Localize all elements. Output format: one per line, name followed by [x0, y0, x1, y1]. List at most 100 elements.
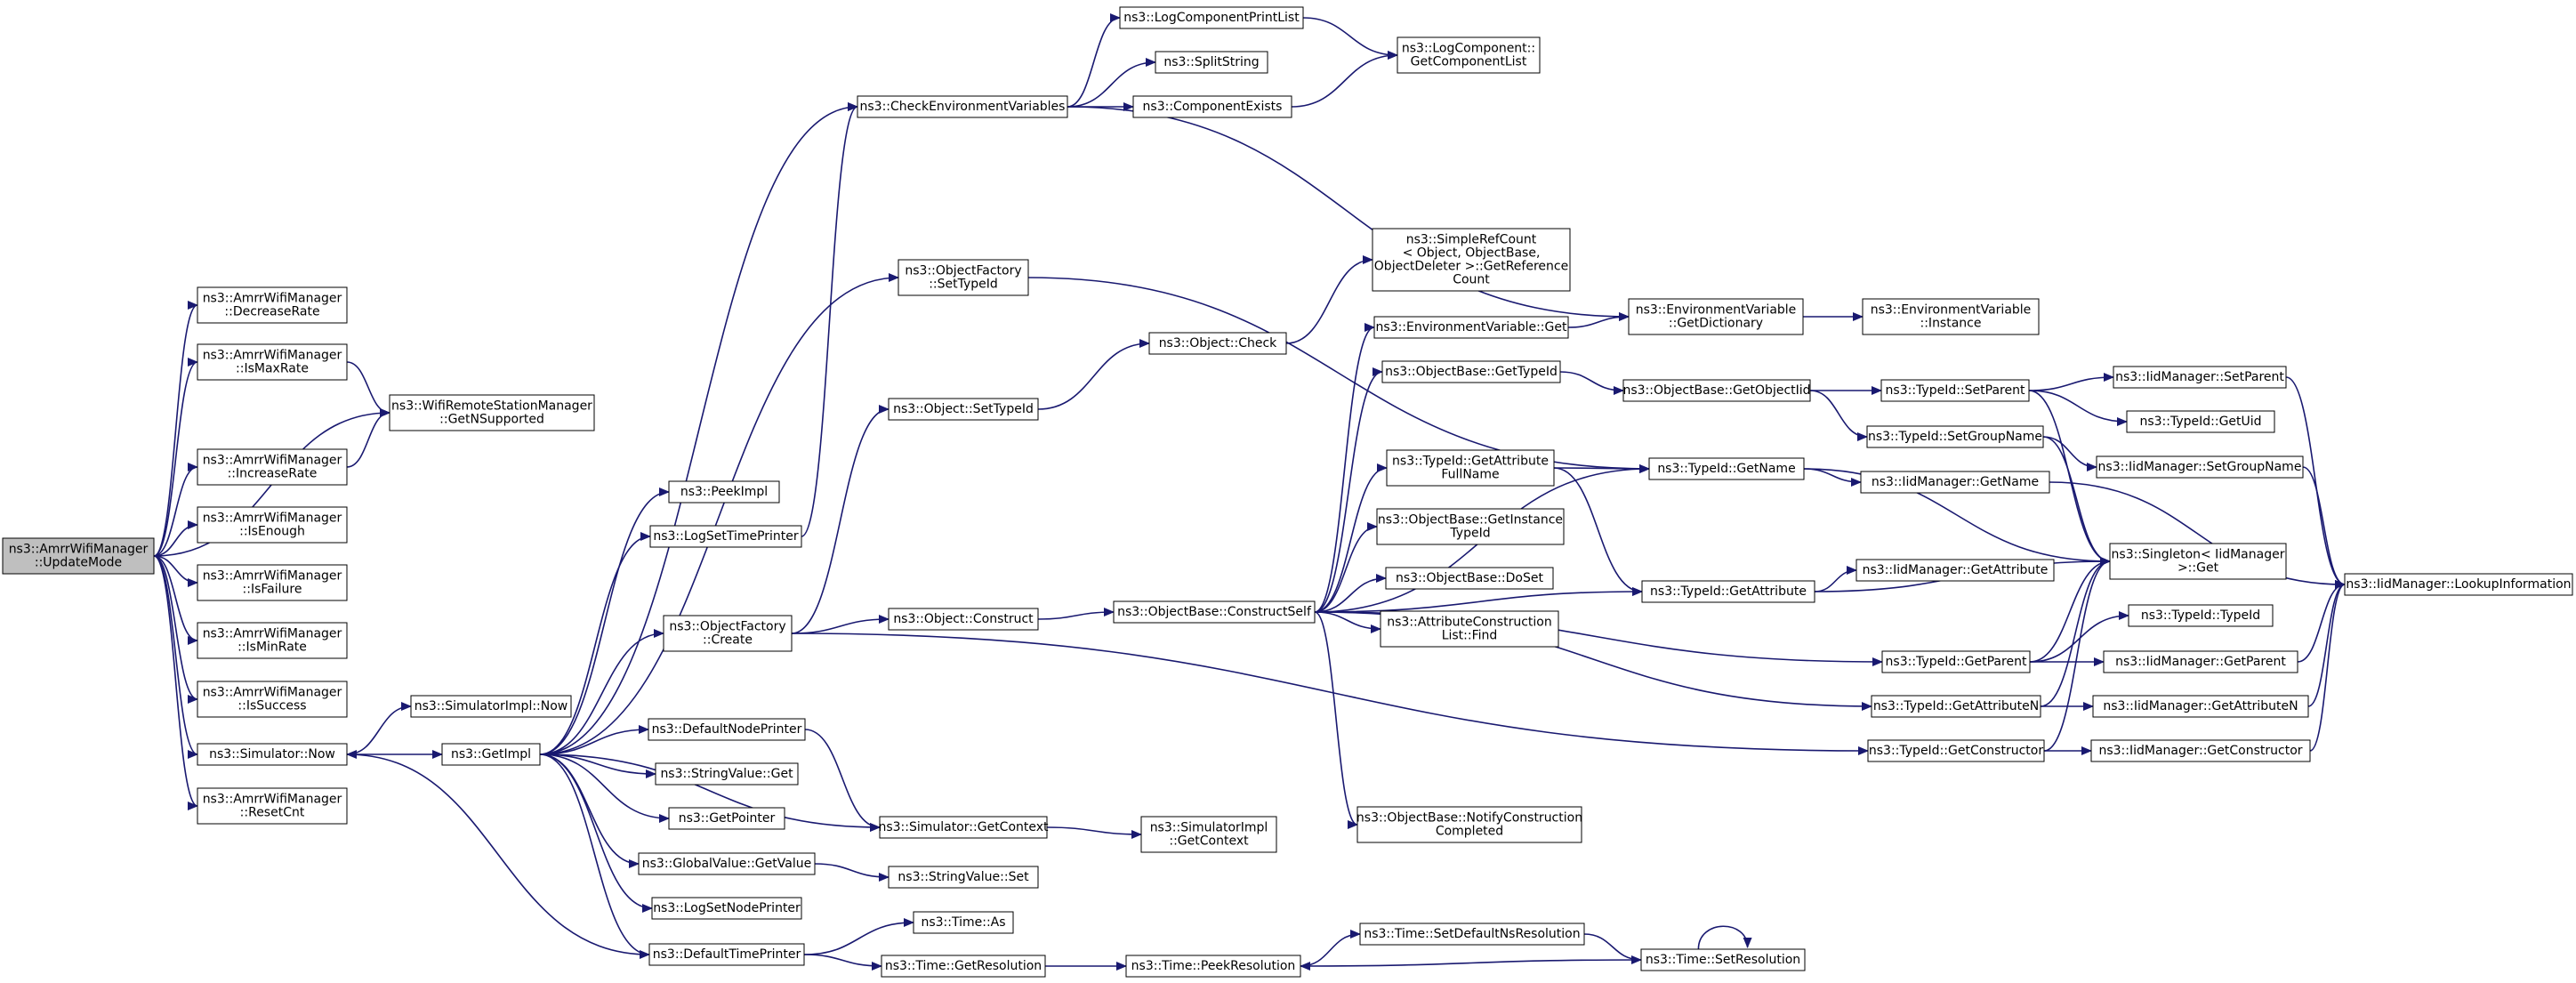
- node-timegetresolution[interactable]: ns3::Time::GetResolution: [881, 955, 1046, 978]
- node-isfailure[interactable]: ns3::AmrrWifiManager::IsFailure: [197, 564, 348, 601]
- node-label: ns3::TypeId::SetParent: [1886, 383, 2025, 398]
- node-envinstance[interactable]: ns3::EnvironmentVariable::Instance: [1862, 298, 2040, 335]
- node-tidgetname[interactable]: ns3::TypeId::GetName: [1648, 457, 1805, 480]
- node-label: ns3::ObjectBase::GetObjectIid: [1622, 383, 1810, 398]
- node-getpointer[interactable]: ns3::GetPointer: [668, 807, 785, 830]
- node-tidsetgroupname[interactable]: ns3::TypeId::SetGroupName: [1866, 425, 2044, 448]
- node-tidgetuid[interactable]: ns3::TypeId::GetUid: [2126, 410, 2275, 433]
- node-iidgetname[interactable]: ns3::IidManager::GetName: [1860, 471, 2050, 494]
- node-label: ::GetNSupported: [439, 413, 544, 427]
- node-simimplgetcontext[interactable]: ns3::SimulatorImpl::GetContext: [1140, 816, 1277, 853]
- node-objconstruct[interactable]: ns3::Object::Construct: [888, 608, 1039, 631]
- node-label: ns3::TypeId::TypeId: [2141, 608, 2260, 623]
- edge-tidgetattrfullname-to-tidgetname: [1553, 463, 1650, 473]
- node-tidtypeid[interactable]: ns3::TypeId::TypeId: [2128, 604, 2274, 627]
- node-issuccess[interactable]: ns3::AmrrWifiManager::IsSuccess: [197, 681, 348, 718]
- node-box: [1866, 425, 2044, 448]
- node-label: Count: [1453, 273, 1490, 287]
- node-objsettypeid[interactable]: ns3::Object::SetTypeId: [888, 398, 1039, 421]
- node-iidgetattribute[interactable]: ns3::IidManager::GetAttribute: [1856, 559, 2055, 582]
- node-ofcreate[interactable]: ns3::ObjectFactory::Create: [663, 615, 793, 652]
- node-label: ::IsMinRate: [237, 641, 307, 655]
- node-defaulttimeprinter[interactable]: ns3::DefaultTimePrinter: [648, 943, 805, 966]
- node-constructself[interactable]: ns3::ObjectBase::ConstructSelf: [1113, 600, 1316, 624]
- node-box: [197, 506, 348, 544]
- node-obnotifyconstruction[interactable]: ns3::ObjectBase::NotifyConstructionCompl…: [1356, 806, 1582, 843]
- node-label: ns3::LogSetTimePrinter: [653, 529, 799, 544]
- node-simgetcontext[interactable]: ns3::Simulator::GetContext: [878, 816, 1049, 839]
- node-envgetdict[interactable]: ns3::EnvironmentVariable::GetDictionary: [1628, 298, 1804, 335]
- node-label: ns3::TypeId::GetAttribute: [1392, 455, 1549, 469]
- node-iidgetattributen[interactable]: ns3::IidManager::GetAttributeN: [2092, 695, 2309, 718]
- node-iidgetconstructor[interactable]: ns3::IidManager::GetConstructor: [2090, 739, 2311, 762]
- node-tidgetparent[interactable]: ns3::TypeId::GetParent: [1881, 650, 2031, 673]
- node-obdoset[interactable]: ns3::ObjectBase::DoSet: [1385, 567, 1554, 590]
- node-box: [197, 564, 348, 601]
- node-simplerefcount[interactable]: ns3::SimpleRefCount< Object, ObjectBase,…: [1372, 228, 1571, 292]
- node-envget[interactable]: ns3::EnvironmentVariable::Get: [1373, 316, 1569, 339]
- node-objcheck[interactable]: ns3::Object::Check: [1148, 332, 1287, 355]
- node-box: [197, 286, 348, 324]
- node-iidlookup[interactable]: ns3::IidManager::LookupInformation: [2344, 573, 2573, 596]
- node-timesetresolution[interactable]: ns3::Time::SetResolution: [1640, 948, 1806, 971]
- node-timesetdefaultns[interactable]: ns3::Time::SetDefaultNsResolution: [1359, 923, 1585, 946]
- node-simimplnow[interactable]: ns3::SimulatorImpl::Now: [410, 695, 572, 718]
- node-stringvalueget[interactable]: ns3::StringValue::Get: [655, 762, 799, 786]
- node-obgettypeid[interactable]: ns3::ObjectBase::GetTypeId: [1381, 360, 1561, 383]
- node-box: [1381, 360, 1561, 383]
- node-splitstring[interactable]: ns3::SplitString: [1155, 51, 1268, 74]
- node-isminrate[interactable]: ns3::AmrrWifiManager::IsMinRate: [197, 622, 348, 659]
- node-updatemode[interactable]: ns3::AmrrWifiManager::UpdateMode: [2, 537, 155, 575]
- node-ofsettypeid[interactable]: ns3::ObjectFactory::SetTypeId: [898, 259, 1029, 296]
- node-decreaserate[interactable]: ns3::AmrrWifiManager::DecreaseRate: [197, 286, 348, 324]
- node-isenough[interactable]: ns3::AmrrWifiManager::IsEnough: [197, 506, 348, 544]
- node-getnsupported[interactable]: ns3::WifiRemoteStationManager::GetNSuppo…: [389, 394, 595, 431]
- node-box: [197, 448, 348, 486]
- node-timeas[interactable]: ns3::Time::As: [913, 911, 1014, 934]
- node-getimpl[interactable]: ns3::GetImpl: [441, 743, 541, 766]
- node-tidgetconstructor[interactable]: ns3::TypeId::GetConstructor: [1867, 739, 2045, 762]
- node-logsetnodeprinter[interactable]: ns3::LogSetNodePrinter: [651, 897, 802, 920]
- node-checkenv[interactable]: ns3::CheckEnvironmentVariables: [857, 95, 1068, 118]
- node-iidsetparent[interactable]: ns3::IidManager::SetParent: [2113, 366, 2287, 389]
- node-box: [1385, 567, 1554, 590]
- node-resetcnt[interactable]: ns3::AmrrWifiManager::ResetCnt: [197, 787, 348, 825]
- node-tidsetparent[interactable]: ns3::TypeId::SetParent: [1880, 379, 2030, 402]
- edge-constructself-to-obnotifyconstruction: [1314, 611, 1358, 829]
- node-label: ::Instance: [1920, 317, 1982, 331]
- node-logsettimeprinter[interactable]: ns3::LogSetTimePrinter: [649, 525, 802, 548]
- node-singletonget[interactable]: ns3::Singleton< IidManager>::Get: [2109, 543, 2287, 580]
- node-globalvalueget[interactable]: ns3::GlobalValue::GetValue: [638, 852, 816, 875]
- node-iidsetgroupname[interactable]: ns3::IidManager::SetGroupName: [2096, 455, 2304, 479]
- node-box: [2344, 573, 2573, 596]
- node-tidgetattributen[interactable]: ns3::TypeId::GetAttributeN: [1871, 695, 2041, 718]
- node-componentexists[interactable]: ns3::ComponentExists: [1132, 95, 1292, 118]
- node-tidgetattribute[interactable]: ns3::TypeId::GetAttribute: [1641, 580, 1815, 603]
- node-label: ns3::LogComponentPrintList: [1123, 11, 1300, 25]
- edge-updatemode-to-decreaserate: [153, 301, 198, 557]
- node-increaserate[interactable]: ns3::AmrrWifiManager::IncreaseRate: [197, 448, 348, 486]
- node-label: ns3::ObjectBase::DoSet: [1396, 571, 1543, 585]
- node-defaultnodeprinter[interactable]: ns3::DefaultNodePrinter: [648, 718, 806, 741]
- edge-updatemode-to-simnow: [153, 555, 198, 759]
- node-logcompprintlist[interactable]: ns3::LogComponentPrintList: [1119, 6, 1304, 29]
- node-label: ns3::TypeId::GetAttribute: [1650, 584, 1807, 599]
- node-box: [1113, 600, 1316, 624]
- node-ismaxrate[interactable]: ns3::AmrrWifiManager::IsMaxRate: [197, 343, 348, 381]
- node-stringvalueset[interactable]: ns3::StringValue::Set: [888, 866, 1039, 889]
- node-label: < Object, ObjectBase,: [1403, 246, 1541, 261]
- node-label: ns3::Singleton< IidManager: [2112, 548, 2285, 562]
- node-label: ::SetTypeId: [929, 278, 998, 292]
- node-label: ns3::EnvironmentVariable::Get: [1376, 320, 1567, 334]
- node-label: ns3::IidManager::SetParent: [2115, 370, 2284, 384]
- node-timepeekresolution[interactable]: ns3::Time::PeekResolution: [1125, 955, 1301, 978]
- node-simnow[interactable]: ns3::Simulator::Now: [197, 743, 348, 766]
- node-obgetobjectiid[interactable]: ns3::ObjectBase::GetObjectIid: [1622, 379, 1811, 402]
- node-iidgetparent[interactable]: ns3::IidManager::GetParent: [2103, 650, 2298, 673]
- node-getcomplist[interactable]: ns3::LogComponent::GetComponentList: [1397, 36, 1541, 74]
- edge-tidgetname-to-iidgetname: [1803, 468, 1862, 487]
- node-peekimpl[interactable]: ns3::PeekImpl: [668, 480, 780, 504]
